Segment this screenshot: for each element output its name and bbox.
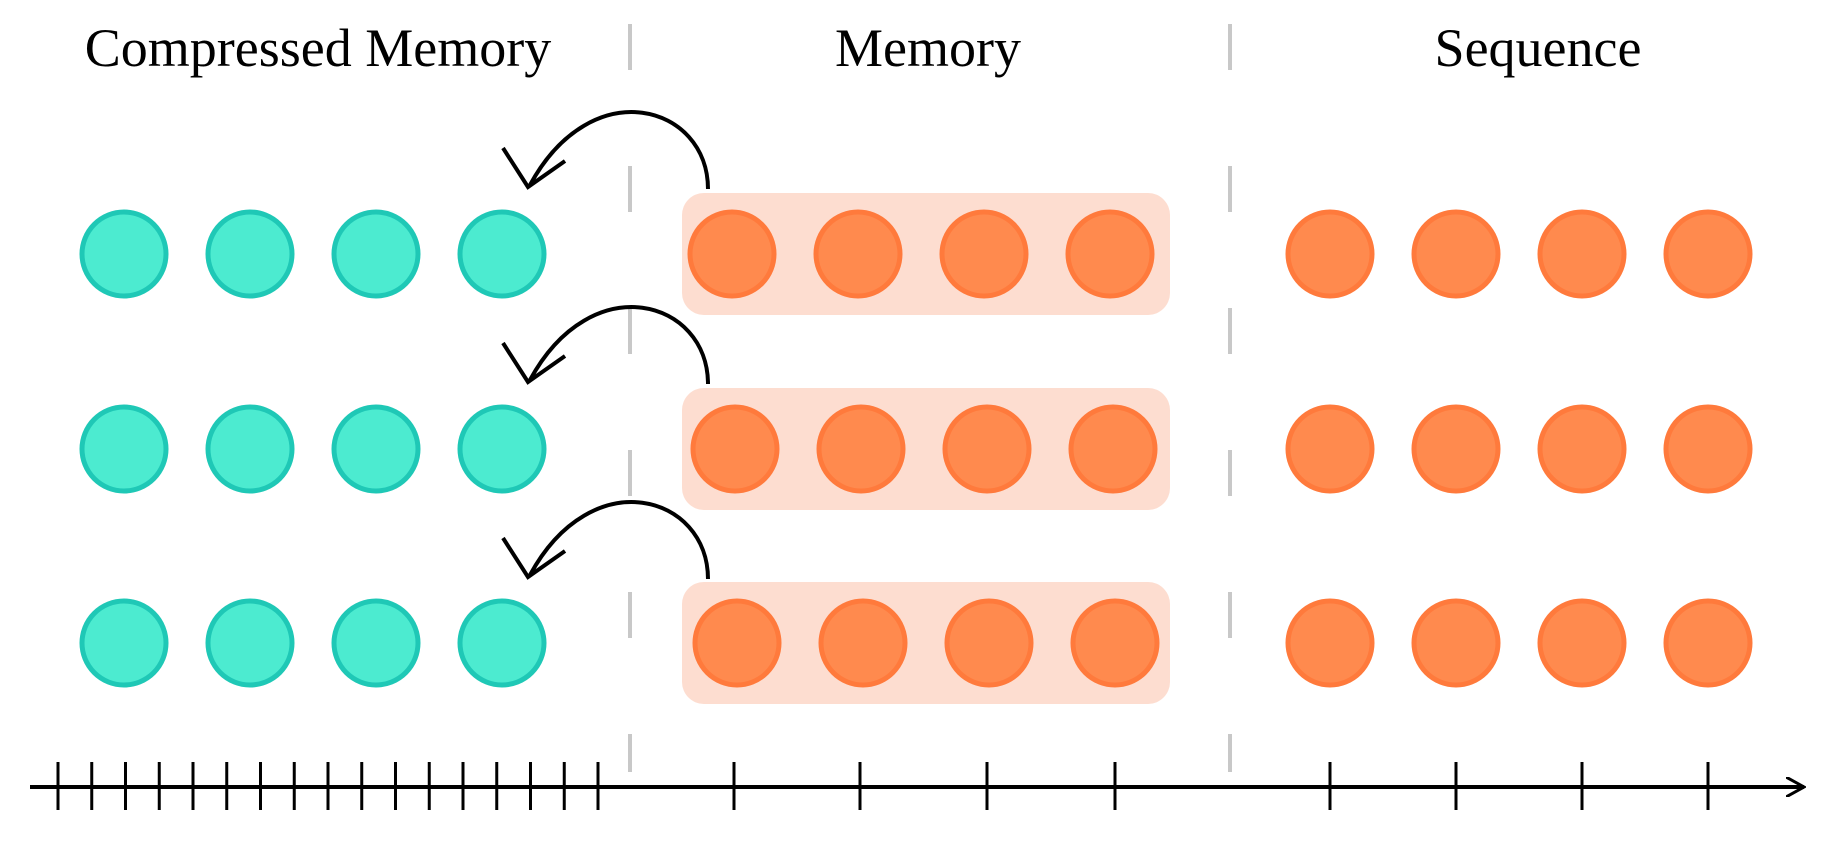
sequence-token-r2-2 bbox=[1411, 404, 1501, 494]
title-sequence: Sequence bbox=[1435, 18, 1642, 78]
compress-arrow-curve-2 bbox=[528, 305, 710, 385]
memory-token-r1-1 bbox=[687, 209, 777, 299]
compressed-token-r3-3 bbox=[331, 598, 421, 688]
sequence-token-r2-4 bbox=[1663, 404, 1753, 494]
memory-box-row-2 bbox=[682, 388, 1170, 510]
compress-arrow-head-2 bbox=[501, 341, 567, 385]
memory-token-r3-2 bbox=[818, 598, 908, 688]
compression-arrows bbox=[501, 110, 710, 580]
memory-token-r2-2 bbox=[816, 404, 906, 494]
sequence-token-r3-2 bbox=[1411, 598, 1501, 688]
token-grid bbox=[79, 209, 1753, 688]
memory-token-r1-2 bbox=[813, 209, 903, 299]
memory-box-row-3 bbox=[682, 582, 1170, 704]
memory-box-row-1 bbox=[682, 193, 1170, 315]
sequence-token-r3-3 bbox=[1537, 598, 1627, 688]
compressed-token-r3-2 bbox=[205, 598, 295, 688]
compressed-token-r1-3 bbox=[331, 209, 421, 299]
compress-arrow-curve-1 bbox=[528, 110, 710, 190]
compressed-token-r2-1 bbox=[79, 404, 169, 494]
sequence-token-r1-1 bbox=[1285, 209, 1375, 299]
memory-token-r2-1 bbox=[690, 404, 780, 494]
sequence-token-r2-1 bbox=[1285, 404, 1375, 494]
timeline-axis bbox=[30, 762, 1804, 810]
compressed-token-r2-4 bbox=[457, 404, 547, 494]
memory-token-r1-3 bbox=[939, 209, 1029, 299]
compress-arrow-head-3 bbox=[501, 536, 567, 580]
memory-token-r3-3 bbox=[944, 598, 1034, 688]
compress-arrow-head-1 bbox=[501, 146, 567, 190]
sequence-token-r3-4 bbox=[1663, 598, 1753, 688]
compressed-token-r1-2 bbox=[205, 209, 295, 299]
memory-boxes bbox=[682, 193, 1170, 704]
memory-token-r2-4 bbox=[1068, 404, 1158, 494]
title-compressed-memory: Compressed Memory bbox=[85, 18, 551, 78]
memory-token-r1-4 bbox=[1065, 209, 1155, 299]
compressed-token-r2-3 bbox=[331, 404, 421, 494]
memory-token-r2-3 bbox=[942, 404, 1032, 494]
sequence-token-r1-2 bbox=[1411, 209, 1501, 299]
sequence-token-r1-3 bbox=[1537, 209, 1627, 299]
compressed-token-r1-4 bbox=[457, 209, 547, 299]
compressed-token-r3-1 bbox=[79, 598, 169, 688]
sequence-token-r1-4 bbox=[1663, 209, 1753, 299]
compressed-token-r2-2 bbox=[205, 404, 295, 494]
memory-token-r3-4 bbox=[1070, 598, 1160, 688]
memory-token-r3-1 bbox=[692, 598, 782, 688]
compressed-token-r1-1 bbox=[79, 209, 169, 299]
sequence-token-r3-1 bbox=[1285, 598, 1375, 688]
compressed-token-r3-4 bbox=[457, 598, 547, 688]
sequence-token-r2-3 bbox=[1537, 404, 1627, 494]
title-memory: Memory bbox=[835, 18, 1021, 78]
compress-arrow-curve-3 bbox=[528, 500, 710, 580]
